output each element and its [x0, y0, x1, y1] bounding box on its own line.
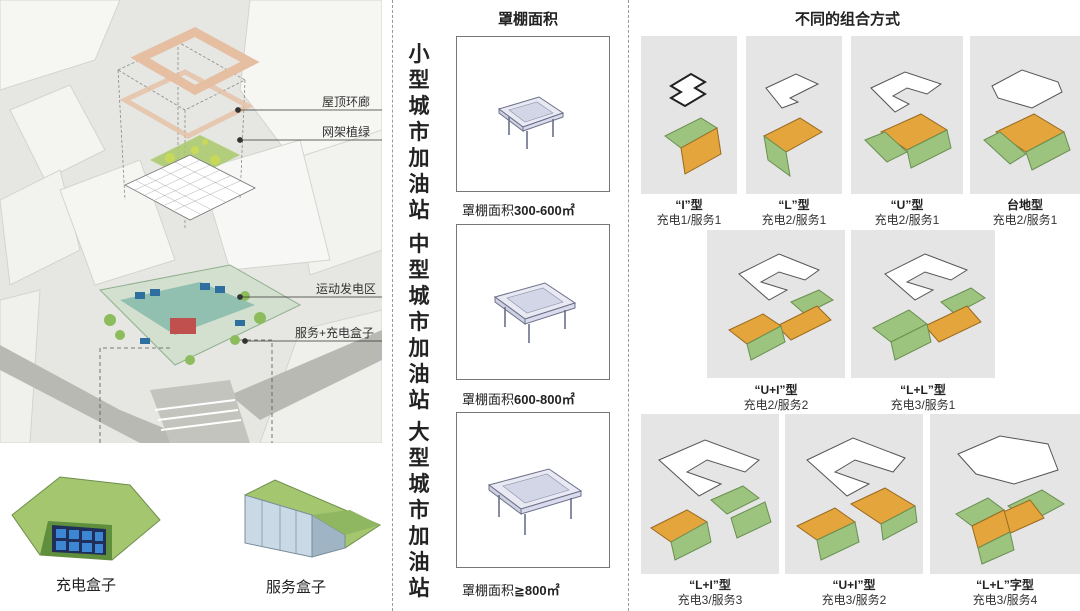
tier-medium-title: 中型城市加油站 [408, 233, 430, 412]
combo-u-plus-i-panel [707, 230, 845, 378]
combo-terrace-type-name: 台地型 [1006, 198, 1043, 212]
combo-l-plus-l-char-name: “L+L”字型 [976, 578, 1034, 592]
combination-heading: 不同的组合方式 [795, 11, 901, 28]
combo-u-plus-i-large-panel [785, 414, 923, 574]
combo-i-type-panel [641, 36, 737, 194]
combo-l-plus-l-name: “L+L”型 [900, 383, 946, 397]
combo-u-type-ratio: 充电2/服务1 [874, 213, 940, 227]
combo-u-plus-i-large-ratio: 充电3/服务2 [821, 593, 887, 607]
combo-l-type-ratio: 充电2/服务1 [761, 213, 827, 227]
canopy-card-large [456, 412, 610, 568]
box-illustrations [11, 476, 382, 561]
combo-l-plus-l-panel [851, 230, 995, 378]
callout-roof-corridor: 屋顶环廊 [322, 95, 371, 109]
combo-l-plus-l-char-panel [930, 414, 1080, 574]
canopy-small-graphic [497, 96, 565, 149]
callout-grid-planting: 网架植绿 [322, 125, 371, 139]
canopy-medium-graphic [493, 282, 577, 343]
combo-i-type-ratio: 充电1/服务1 [656, 213, 722, 227]
combo-terrace-type-panel [970, 36, 1080, 194]
charging-box-caption: 充电盒子 [56, 577, 117, 594]
tier-large-title: 大型城市加油站 [408, 421, 430, 600]
canopy-large-graphic [487, 468, 583, 535]
tier-small-area: 罩棚面积300-600㎡ [462, 203, 575, 218]
combo-u-plus-i-name: “U+I”型 [754, 383, 798, 397]
combo-u-plus-i-large-name: “U+I”型 [832, 578, 876, 592]
combo-u-type-name: “U”型 [890, 198, 924, 212]
combo-u-type-panel [851, 36, 963, 194]
city-illustration [0, 0, 382, 443]
exploded-city-axonometric: 屋顶环廊 网架植绿 运动发电区 服务+充电盒子 [0, 0, 382, 443]
combo-l-type-name: “L”型 [778, 198, 810, 212]
combo-l-plus-l-ratio: 充电3/服务1 [890, 398, 956, 412]
canopy-card-small [456, 36, 610, 192]
combo-l-plus-i-panel [641, 414, 779, 574]
tier-small-title: 小型城市加油站 [408, 43, 430, 222]
canopy-card-medium [456, 224, 610, 380]
divider-left [392, 0, 393, 611]
combo-l-plus-l-char-ratio: 充电3/服务4 [972, 593, 1038, 607]
callout-service-charge-box: 服务+充电盒子 [295, 326, 375, 340]
service-box-caption: 服务盒子 [266, 579, 327, 596]
service-box-graphic [243, 479, 382, 558]
combo-i-type-name: “I”型 [675, 198, 703, 212]
combo-l-plus-i-name: “L+I”型 [689, 578, 731, 592]
canopy-area-heading: 罩棚面积 [498, 11, 559, 28]
tier-large-area: 罩棚面积≧800㎡ [462, 583, 560, 598]
tier-medium-area: 罩棚面积600-800㎡ [462, 392, 575, 407]
combo-l-plus-i-ratio: 充电3/服务3 [677, 593, 743, 607]
charging-box-graphic [11, 476, 161, 561]
combo-l-type-panel [746, 36, 842, 194]
divider-right [628, 0, 629, 611]
combo-terrace-type-ratio: 充电2/服务1 [992, 213, 1058, 227]
combo-u-plus-i-ratio: 充电2/服务2 [743, 398, 809, 412]
callout-sport-power-zone: 运动发电区 [316, 282, 377, 296]
